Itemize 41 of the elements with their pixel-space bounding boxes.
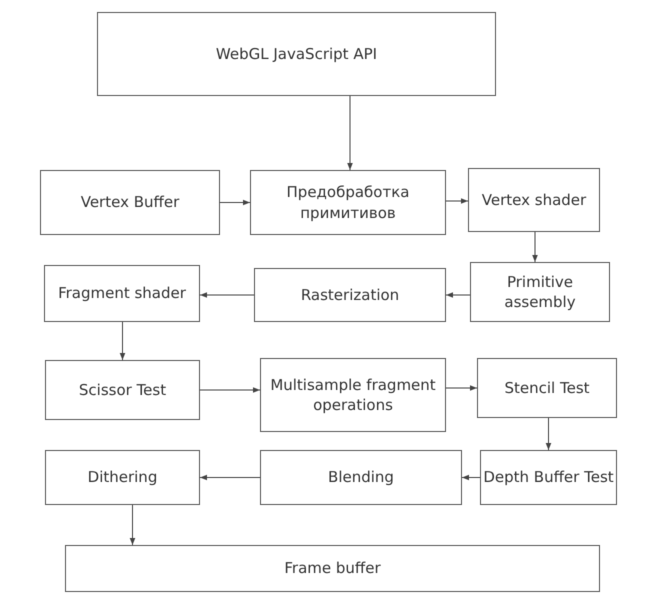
process-box (254, 268, 446, 322)
box-label: Предобработка примитивов (286, 182, 410, 223)
process-box (250, 170, 446, 235)
arrow (120, 322, 126, 360)
box-label: Rasterization (300, 284, 400, 306)
process-box (44, 265, 200, 322)
arrow (200, 474, 260, 480)
arrow (446, 292, 470, 298)
arrow (462, 474, 480, 480)
process-box (45, 360, 200, 420)
arrow (446, 385, 478, 391)
arrow (220, 200, 250, 206)
arrow (347, 96, 353, 170)
box-label: Frame buffer (284, 558, 381, 579)
box-label: Dithering (88, 467, 158, 488)
arrow (546, 418, 552, 450)
process-box (480, 450, 617, 505)
process-box (45, 450, 200, 505)
arrow (446, 198, 468, 204)
arrow (200, 387, 260, 393)
box-label: Vertex shader (482, 190, 586, 210)
box-label: Depth Buffer Test (483, 467, 614, 488)
box-label: WebGL JavaScript API (216, 44, 378, 64)
box-label: Primitive assembly (503, 272, 577, 312)
box-label: Vertex Buffer (80, 192, 180, 213)
process-box (468, 168, 600, 232)
process-box (477, 358, 617, 418)
arrow (130, 504, 136, 546)
box-label: Multisample fragment operations (269, 374, 437, 416)
arrow (532, 232, 538, 262)
process-box (97, 12, 496, 96)
process-box (260, 450, 462, 505)
process-box (40, 170, 220, 235)
process-box (260, 358, 446, 432)
arrow (200, 292, 254, 298)
box-label: Stencil Test (504, 378, 590, 398)
box-label: Fragment shader (58, 283, 186, 304)
process-box (470, 262, 610, 322)
box-label: Blending (328, 467, 394, 488)
process-box (65, 545, 600, 592)
box-label: Scissor Test (78, 380, 166, 400)
